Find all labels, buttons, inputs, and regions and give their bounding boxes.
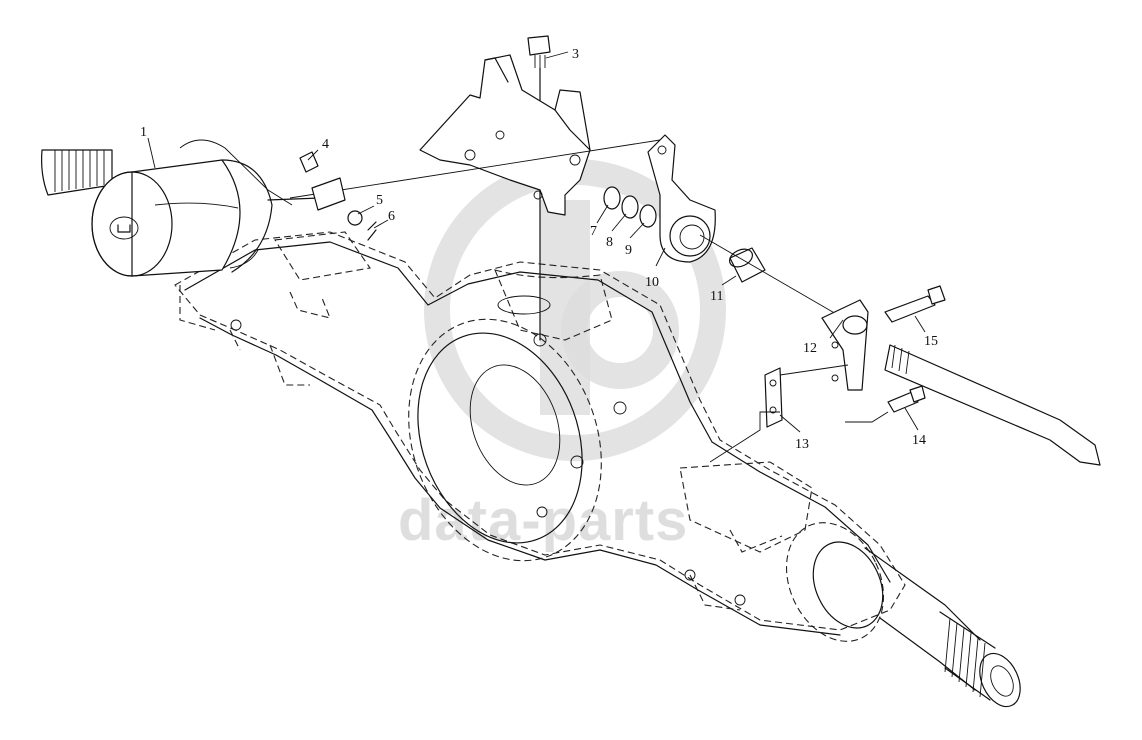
- part-13-plate: [709, 364, 849, 463]
- callout-12: 12: [803, 341, 817, 356]
- part-14-bolt: [845, 385, 926, 423]
- watermark-text: data-parts: [398, 488, 688, 553]
- part-11-bushing: [729, 247, 766, 283]
- axle-housing: [174, 231, 906, 636]
- callout-13: 13: [795, 437, 809, 452]
- right-spindle: [785, 522, 1021, 708]
- callout-11: 11: [710, 289, 723, 304]
- part-7-ring: [603, 186, 621, 210]
- callout-10: 10: [645, 275, 659, 290]
- callout-8: 8: [606, 235, 613, 250]
- right-spindle-threads: [944, 617, 986, 698]
- callout-6: 6: [388, 209, 395, 224]
- part-12-cam-bracket: [821, 299, 869, 391]
- part-6-cotter-pin: [367, 221, 377, 241]
- shaft-axis-line: [699, 234, 851, 323]
- part-9-ring: [639, 204, 657, 228]
- part-8-ring: [621, 195, 639, 219]
- callout-labels: 1 3 4 5 6 7 8 9 10 11 12 13 14 15: [140, 47, 938, 452]
- part-10-slack-adjuster: [647, 134, 716, 263]
- callout-15: 15: [924, 334, 938, 349]
- camshaft: [884, 344, 1101, 466]
- callout-5: 5: [376, 193, 383, 208]
- left-spindle: [41, 149, 113, 196]
- push-rod-line: [289, 139, 661, 199]
- part-1-brake-chamber: [91, 139, 321, 277]
- part-4-clevis: [299, 151, 346, 211]
- callout-4: 4: [322, 137, 329, 152]
- bracket: [419, 54, 591, 216]
- callout-9: 9: [625, 243, 632, 258]
- part-15-bolt: [884, 285, 946, 323]
- callout-14: 14: [912, 433, 926, 448]
- part-5-washer: [347, 210, 363, 226]
- callout-3: 3: [572, 47, 579, 62]
- callout-1: 1: [140, 125, 147, 140]
- callout-7: 7: [590, 224, 597, 239]
- leader-lines: [147, 51, 926, 433]
